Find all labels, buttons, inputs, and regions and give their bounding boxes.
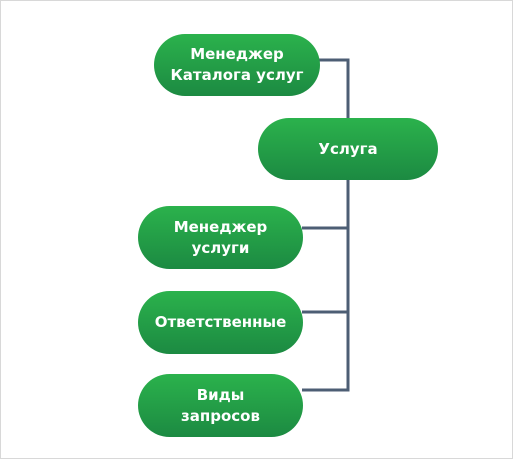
node-request-types: Виды запросов	[138, 374, 303, 437]
node-catalog-manager: Менеджер Каталога услуг	[154, 34, 320, 96]
node-responsible-label: Ответственные	[154, 313, 287, 331]
node-responsible: Ответственные	[138, 291, 303, 354]
node-service: Услуга	[258, 118, 438, 180]
node-service-manager: Менеджер услуги	[138, 206, 303, 269]
node-catalog-manager-label: Менеджер Каталога услуг	[170, 45, 304, 84]
node-request-types-label: Виды запросов	[181, 385, 260, 425]
node-service-manager-label: Менеджер услуги	[173, 217, 268, 257]
node-service-label: Услуга	[318, 139, 378, 158]
